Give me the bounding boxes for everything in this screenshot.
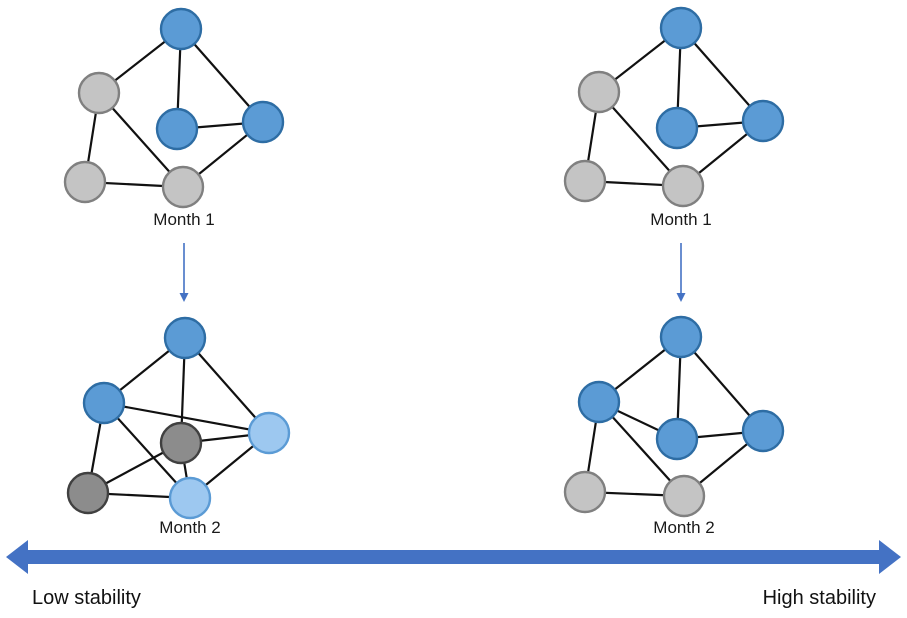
graph-edge [102,401,192,500]
graph-node-blue[interactable] [655,417,699,461]
graph-node-gray[interactable] [577,70,621,114]
graph-node-gray[interactable] [563,470,607,514]
graph-nodes [563,315,785,518]
right-transition-arrow [676,243,686,302]
network-graph-low-stability-month-2: Month 2 [66,316,291,537]
graph-label-low-stability-month-2: Month 2 [159,518,220,537]
graph-node-blue[interactable] [577,380,621,424]
transition-arrows-layer [179,243,686,302]
graph-node-light_blue[interactable] [168,476,212,520]
graph-label-high-stability-month-1: Month 1 [650,210,711,229]
graph-node-blue[interactable] [741,409,785,453]
graph-node-gray[interactable] [63,160,107,204]
graph-node-gray[interactable] [563,159,607,203]
graph-node-gray[interactable] [77,71,121,115]
arrow-head-down-icon [676,293,686,302]
graph-node-blue[interactable] [741,99,785,143]
graph-node-blue[interactable] [155,107,199,151]
graph-nodes [563,6,785,208]
graph-node-blue[interactable] [159,7,203,51]
graph-nodes [63,7,285,209]
low-stability-label: Low stability [32,587,141,609]
stability-scale-layer [6,540,901,574]
graph-node-dark_gray[interactable] [66,471,110,515]
graph-node-blue[interactable] [82,381,126,425]
graph-nodes [66,316,291,520]
network-graphs-layer: Month 1 Month 2 Month 1 Month 2 [63,6,785,537]
graph-node-light_blue[interactable] [247,411,291,455]
graph-node-dark_gray[interactable] [159,421,203,465]
stability-scale-double-arrow-icon [6,540,901,574]
graph-node-blue[interactable] [659,6,703,50]
graph-node-gray[interactable] [662,474,706,518]
graph-node-blue[interactable] [659,315,703,359]
arrow-head-down-icon [179,293,189,302]
graph-label-high-stability-month-2: Month 2 [653,518,714,537]
network-graph-high-stability-month-1: Month 1 [563,6,785,229]
graph-node-blue[interactable] [655,106,699,150]
left-transition-arrow [179,243,189,302]
high-stability-label: High stability [763,587,876,609]
graph-node-blue[interactable] [163,316,207,360]
graph-label-low-stability-month-1: Month 1 [153,210,214,229]
graph-node-gray[interactable] [161,165,205,209]
network-graph-low-stability-month-1: Month 1 [63,7,285,229]
graph-edge [102,401,271,435]
graph-node-gray[interactable] [661,164,705,208]
graph-node-blue[interactable] [241,100,285,144]
network-graph-high-stability-month-2: Month 2 [563,315,785,537]
